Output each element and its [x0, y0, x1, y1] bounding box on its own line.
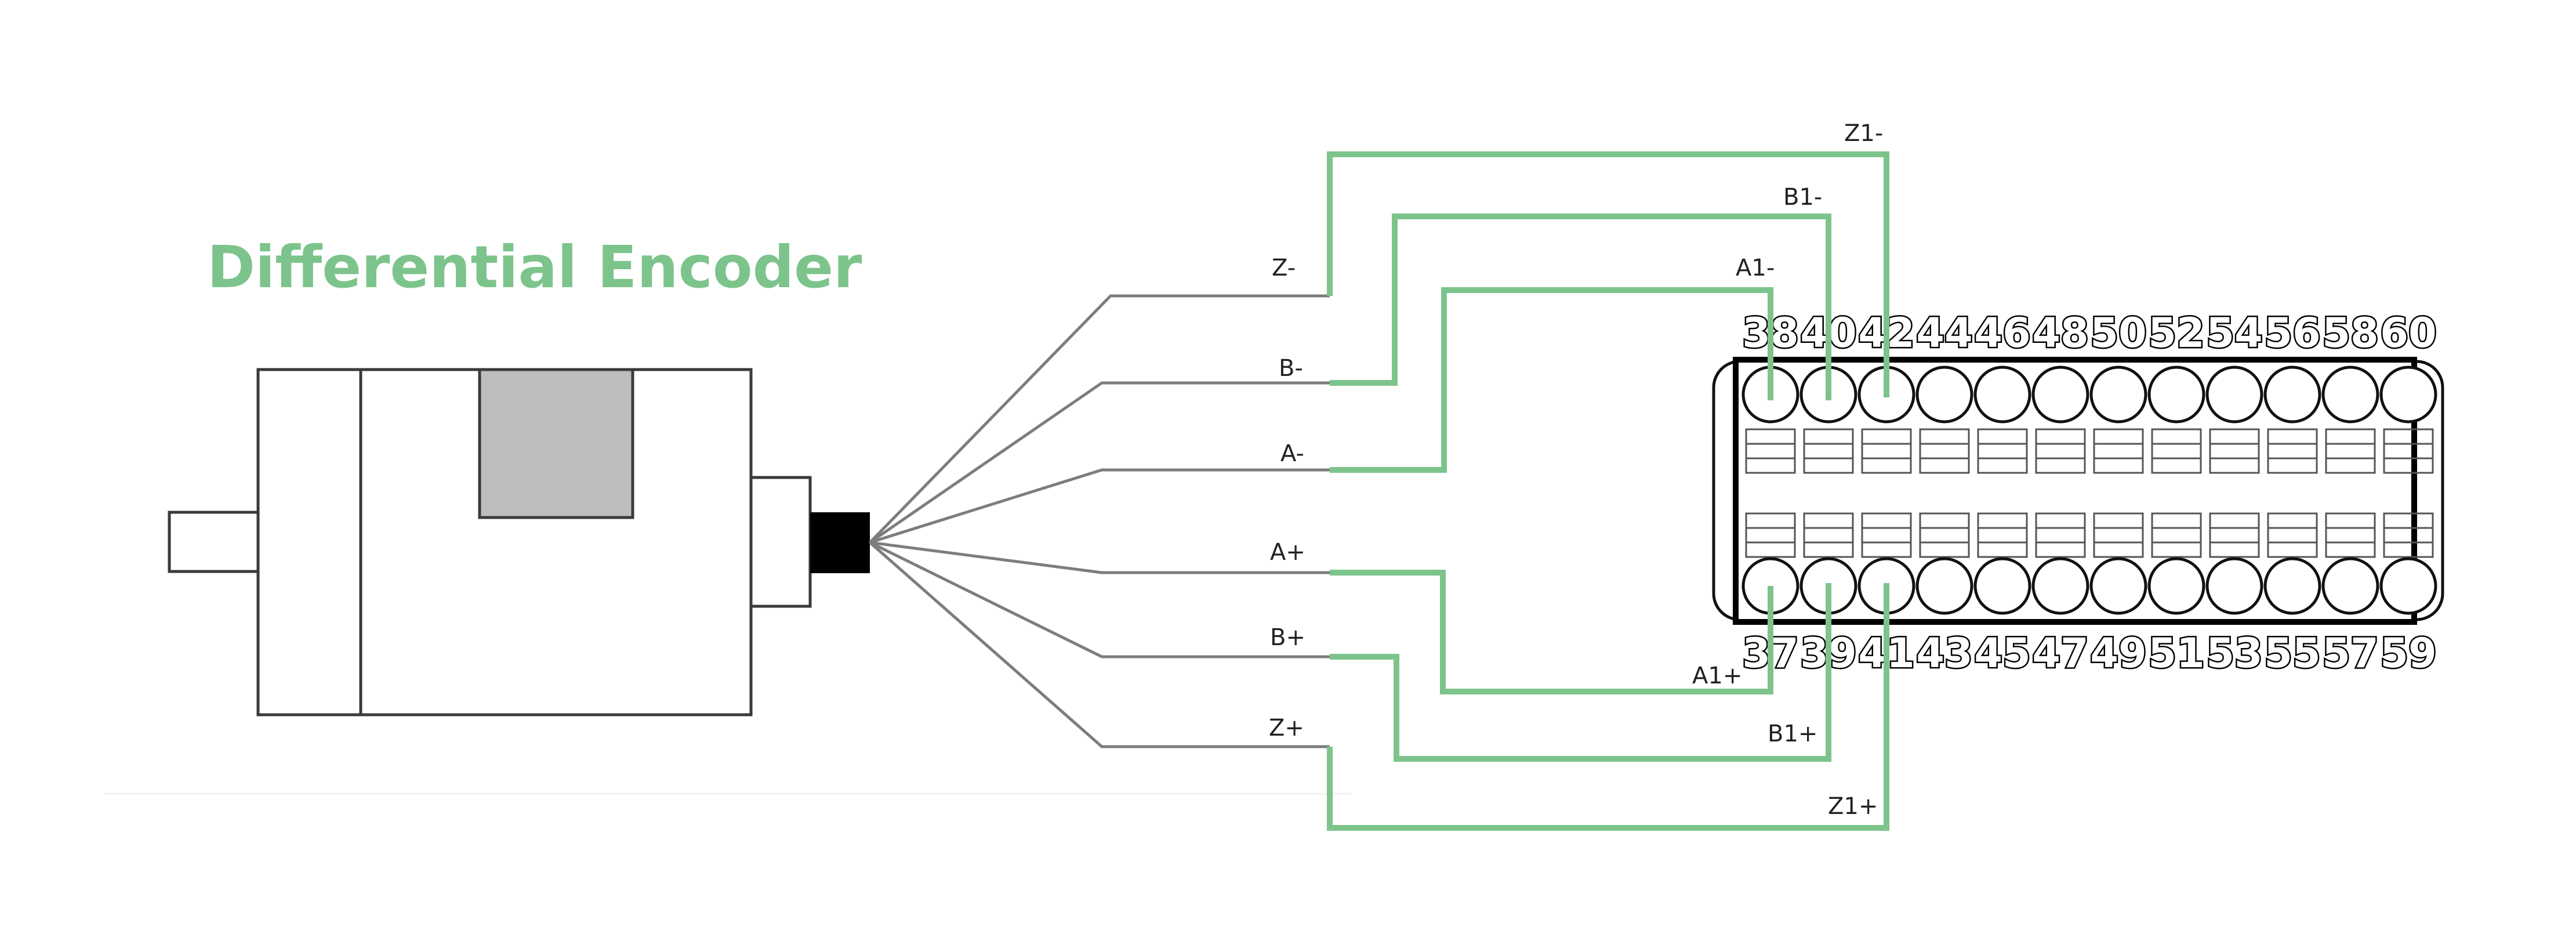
terminal-cage: [2209, 512, 2260, 558]
pin-number-53: 53: [2206, 629, 2262, 677]
terminal-43: [1915, 557, 1973, 615]
label-z1-minus: Z1-: [1844, 120, 1883, 147]
motor-window: [478, 368, 634, 519]
green-wire-b1-plus: [1330, 583, 1831, 762]
terminal-51: [2147, 557, 2205, 615]
label-a1-plus: A1+: [1692, 663, 1742, 689]
pin-number-50: 50: [2090, 309, 2146, 357]
terminal-wiring: [1327, 151, 1889, 831]
encoder-cable-fanout: [869, 294, 1330, 748]
terminal-wire-labels: Z1- B1- A1- A1+ B1+ Z1+: [1692, 120, 1883, 820]
pin-number-57: 57: [2322, 629, 2378, 677]
green-wire-z1-minus: [1327, 151, 1889, 397]
terminal-cages: [1745, 428, 2434, 558]
pin-number-58: 58: [2322, 309, 2378, 357]
gray-wire-a-plus: [869, 541, 1330, 574]
terminal-cage: [1919, 512, 1970, 558]
pin-number-52: 52: [2148, 309, 2204, 357]
terminal-cage: [1803, 512, 1854, 558]
terminal-56: [2263, 366, 2321, 424]
terminal-50: [2089, 366, 2147, 424]
label-b-minus: B-: [1279, 355, 1303, 382]
terminal-cage: [1919, 428, 1970, 474]
terminal-54: [2205, 366, 2263, 424]
encoder-connector-plug: [810, 512, 870, 573]
pin-number-47: 47: [2032, 629, 2088, 677]
pin-number-44: 44: [1916, 309, 1972, 357]
terminal-cage: [2035, 512, 2086, 558]
terminal-48: [2031, 366, 2089, 424]
pin-number-45: 45: [1974, 629, 2030, 677]
pin-number-56: 56: [2264, 309, 2320, 357]
terminal-55: [2263, 557, 2321, 615]
gray-wire-b-minus: [869, 381, 1330, 544]
pin-number-48: 48: [2032, 309, 2088, 357]
label-b-plus: B+: [1270, 624, 1305, 651]
terminal-53: [2205, 557, 2263, 615]
encoder-wire-labels: Z- B- A- A+ B+ Z+: [1269, 255, 1305, 741]
label-z-plus: Z+: [1269, 715, 1304, 741]
terminal-cage: [2035, 428, 2086, 474]
terminal-cage: [2325, 428, 2376, 474]
label-b1-plus: B1+: [1768, 721, 1817, 747]
terminal-cage: [1861, 512, 1912, 558]
terminal-47: [2031, 557, 2089, 615]
motor-shaft: [168, 511, 261, 573]
terminal-cage: [2209, 428, 2260, 474]
label-a-minus: A-: [1280, 440, 1304, 467]
pin-number-60: 60: [2380, 309, 2436, 357]
terminal-cage: [1861, 428, 1912, 474]
terminal-cage: [1977, 512, 2028, 558]
terminal-60: [2379, 366, 2437, 424]
encoder-housing: [749, 476, 812, 608]
pin-number-54: 54: [2206, 309, 2262, 357]
label-b1-minus: B1-: [1783, 184, 1822, 211]
gray-wire-z-minus: [869, 294, 1330, 544]
terminal-44: [1915, 366, 1973, 424]
terminal-cage: [1745, 512, 1796, 558]
terminal-46: [1973, 366, 2031, 424]
green-wire-b1-minus: [1330, 213, 1831, 400]
terminal-cage: [1745, 428, 1796, 474]
pin-number-51: 51: [2148, 629, 2204, 677]
green-wire-a1-plus: [1330, 570, 1773, 694]
encoder-motor: [168, 368, 870, 717]
pin-number-55: 55: [2264, 629, 2320, 677]
gray-wire-a-minus: [869, 468, 1330, 544]
terminal-cage: [1977, 428, 2028, 474]
terminal-57: [2321, 557, 2379, 615]
label-a-plus: A+: [1270, 539, 1305, 566]
terminal-cage: [2267, 512, 2318, 558]
pin-number-59: 59: [2380, 629, 2436, 677]
label-z-minus: Z-: [1272, 255, 1296, 281]
terminal-49: [2089, 557, 2147, 615]
terminal-45: [1973, 557, 2031, 615]
terminal-cage: [2267, 428, 2318, 474]
pin-number-43: 43: [1916, 629, 1972, 677]
green-wire-z1-plus: [1327, 583, 1889, 831]
terminal-52: [2147, 366, 2205, 424]
terminal-cage: [2151, 512, 2202, 558]
terminal-59: [2379, 557, 2437, 615]
green-wire-a1-minus: [1330, 287, 1773, 473]
pin-number-46: 46: [1974, 309, 2030, 357]
terminal-cage: [2093, 512, 2144, 558]
label-z1-plus: Z1+: [1828, 793, 1878, 820]
terminal-cage: [2383, 428, 2434, 474]
terminal-cage: [2151, 428, 2202, 474]
terminal-58: [2321, 366, 2379, 424]
label-a1-minus: A1-: [1736, 255, 1775, 281]
terminal-cage: [1803, 428, 1854, 474]
terminal-cage: [2093, 428, 2144, 474]
pin-number-49: 49: [2090, 629, 2146, 677]
diagram-title: Differential Encoder: [207, 233, 862, 301]
gray-wire-b-plus: [869, 541, 1330, 658]
gray-wire-z-plus: [869, 541, 1330, 748]
terminal-cage: [2383, 512, 2434, 558]
terminal-cage: [2325, 512, 2376, 558]
